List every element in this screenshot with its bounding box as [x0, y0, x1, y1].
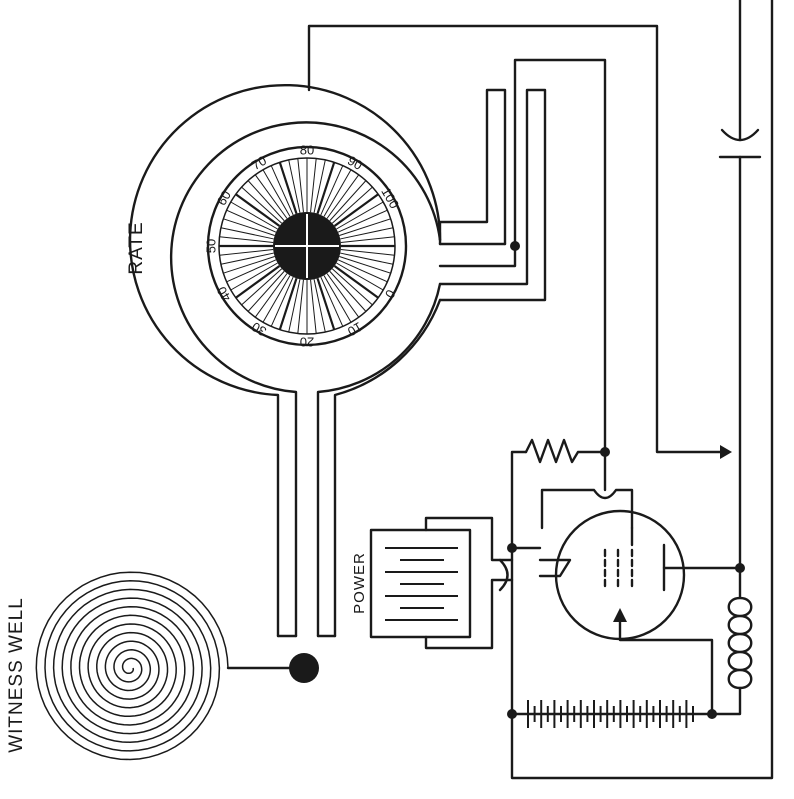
dial-spoke: [326, 273, 360, 318]
dial-spoke: [333, 193, 379, 227]
witness-well: [35, 571, 319, 761]
arm-junction-dot: [510, 241, 520, 251]
dial-spoke: [320, 276, 344, 327]
dial-spoke: [247, 180, 285, 222]
capacitor: [718, 128, 762, 570]
battery-cells: [527, 700, 694, 728]
witness-spiral: [35, 571, 229, 761]
power-box: [369, 516, 542, 650]
dial-spoke: [297, 279, 304, 334]
inductor-coil: [710, 566, 753, 716]
dial-spoke: [220, 252, 274, 265]
dial-spoke: [339, 218, 391, 236]
dial-scale-number: 20: [300, 335, 314, 350]
dial-spoke: [219, 236, 274, 243]
dial-spoke: [223, 218, 275, 236]
dial-spoke: [235, 265, 281, 299]
dial-spoke: [340, 252, 394, 265]
dial-spoke: [288, 279, 301, 333]
dial-spoke: [226, 259, 277, 283]
dial-spoke: [241, 268, 283, 306]
dial-spoke: [331, 186, 373, 224]
dial-spoke: [340, 249, 395, 256]
dial-spoke: [331, 268, 373, 306]
dial-spoke: [310, 158, 317, 213]
power-plates: [385, 547, 458, 621]
dial-spoke: [337, 209, 388, 233]
right-outer-wire: [510, 0, 774, 780]
dial-spoke: [337, 259, 388, 283]
power-label: POWER: [351, 552, 368, 614]
tube-arrow: [613, 608, 627, 622]
dial-spoke: [313, 159, 326, 213]
dial-scale-number: 70: [249, 153, 269, 173]
dial-spoke: [254, 174, 288, 219]
dial-spoke: [333, 265, 379, 299]
dial-scale-number: 10: [345, 319, 365, 339]
dial-spoke: [223, 256, 275, 274]
dial-spoke: [310, 279, 317, 334]
rate-arms: [438, 58, 607, 452]
dial-spokes: [219, 158, 395, 334]
dial-scale-number: 60: [214, 188, 234, 208]
dial-spoke: [278, 161, 298, 215]
dial-spoke: [326, 174, 360, 219]
dial-spoke: [270, 165, 294, 216]
dial-spoke: [313, 279, 326, 333]
dial-scale-number: 90: [345, 153, 365, 173]
dial-scale-number: 50: [203, 239, 218, 253]
dial-spoke: [288, 159, 301, 213]
dial-spoke: [220, 227, 274, 240]
dial-scale-number: 40: [214, 284, 234, 304]
dial-spoke: [226, 209, 277, 233]
dial-spoke: [254, 273, 288, 318]
dial-spoke: [340, 236, 395, 243]
dial-spoke: [297, 158, 304, 213]
dial-spoke: [340, 227, 394, 240]
dial-spoke: [336, 262, 384, 291]
dial-spoke: [262, 275, 291, 323]
witness-well-label: WITNESS WELL: [6, 597, 27, 753]
dial-spoke: [230, 201, 278, 230]
dial-spoke: [247, 270, 285, 312]
dial-spoke: [241, 186, 283, 224]
dial-spoke: [316, 277, 336, 331]
top-wire: [307, 24, 724, 454]
rate-label: RATE: [126, 221, 147, 274]
dial-spoke: [235, 193, 281, 227]
dial-spoke: [270, 276, 294, 327]
dial-spoke: [336, 201, 384, 230]
rate-dial-housing: [128, 83, 442, 638]
witness-terminal[interactable]: [289, 653, 319, 683]
battery-bank: [507, 700, 717, 728]
dial-spoke: [278, 277, 298, 331]
dial-spoke: [323, 169, 352, 217]
dial-spoke: [316, 161, 336, 215]
dial-spoke: [323, 275, 352, 323]
dial-spoke: [219, 249, 274, 256]
dial-spoke: [339, 256, 391, 274]
vacuum-tube: [538, 488, 745, 716]
dial-scale-number: 80: [300, 142, 314, 157]
dial-spoke: [262, 169, 291, 217]
dial-spoke: [230, 262, 278, 291]
resistor: [524, 438, 610, 492]
dial-spoke: [329, 180, 367, 222]
dial-scale-number: 30: [249, 319, 269, 339]
arrow-head: [720, 445, 732, 459]
dial-spoke: [329, 270, 367, 312]
dial-spoke: [320, 165, 344, 216]
